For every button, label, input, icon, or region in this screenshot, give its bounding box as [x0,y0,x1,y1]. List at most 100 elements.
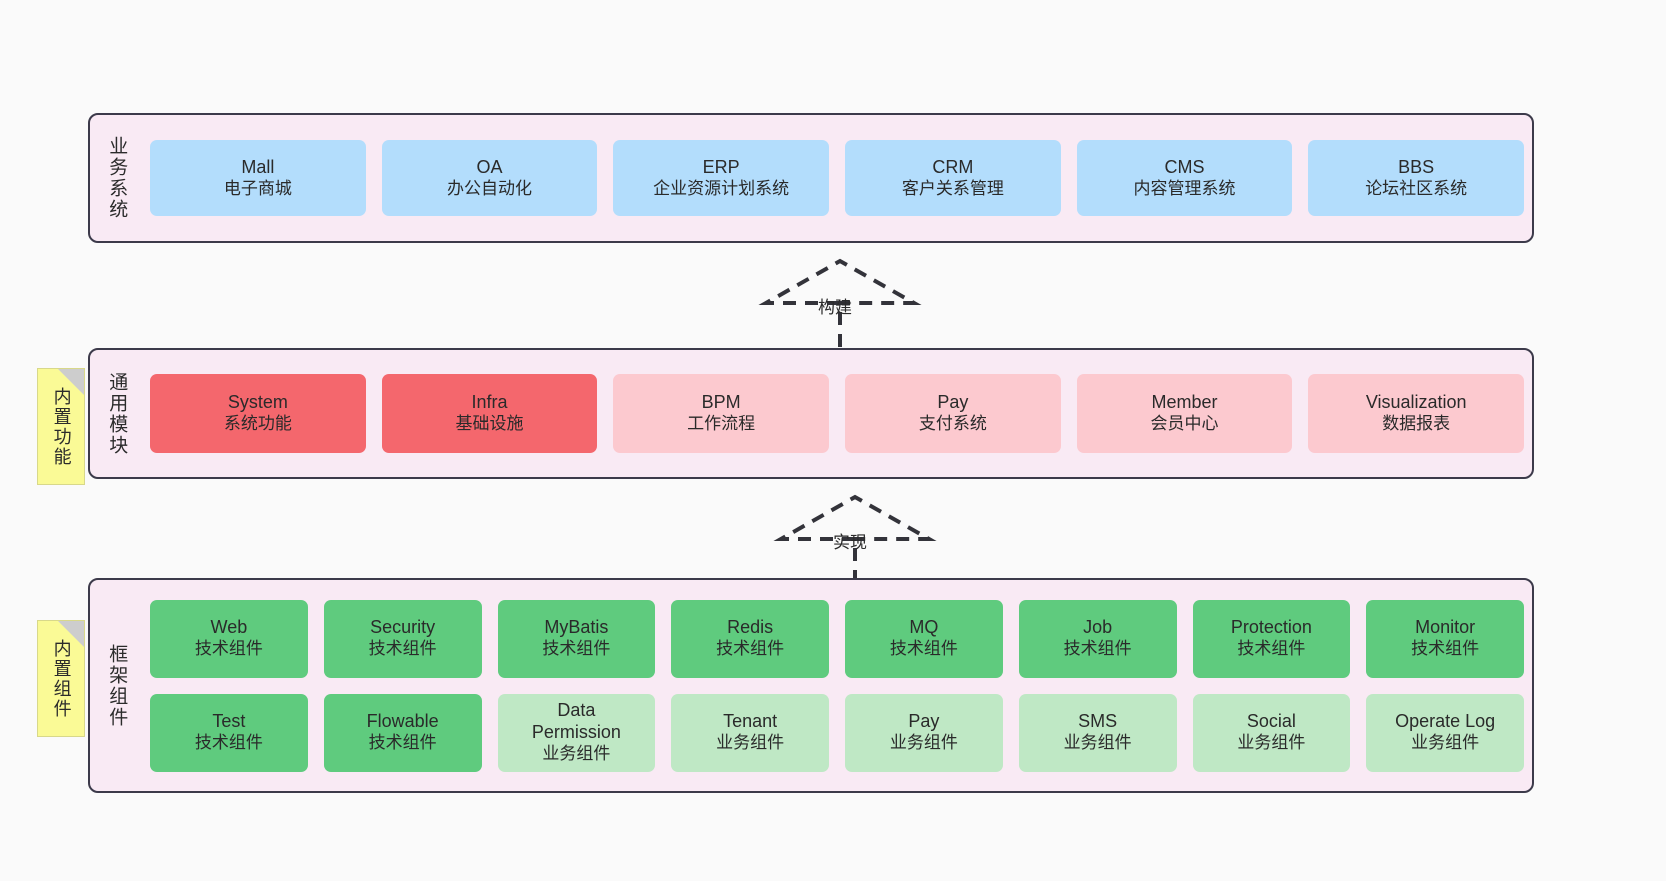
note-fold-corner [58,621,84,647]
module-subtitle: 企业资源计划系统 [653,178,790,198]
component-box-monitor[interactable]: Monitor 技术组件 [1366,599,1524,678]
component-name: Redis [727,617,774,638]
component-box-mq[interactable]: MQ 技术组件 [845,599,1003,678]
module-name: System [227,392,288,413]
module-subtitle: 会员中心 [1150,414,1219,434]
module-box-member[interactable]: Member 会员中心 [1076,374,1293,453]
layer-body-business-systems: Mall 电子商城 OA 办公自动化 ERP 企业资源计划系统 CRM 客户关系… [142,115,1532,241]
component-box-protection[interactable]: Protection 技术组件 [1192,599,1351,678]
module-name: BPM [701,392,741,413]
module-box-crm[interactable]: CRM 客户关系管理 [845,140,1061,216]
module-name: Pay [937,392,969,413]
module-subtitle: 办公自动化 [447,178,532,198]
module-subtitle: 数据报表 [1382,414,1451,434]
module-subtitle: 客户关系管理 [901,178,1004,198]
connector-build-label: 构建 [818,298,852,317]
sticky-note-builtin-components: 内置组件 [37,620,85,737]
component-box-data-permission[interactable]: Data Permission 业务组件 [497,693,656,772]
component-box-flowable[interactable]: Flowable 技术组件 [323,693,482,772]
layer-framework-components: 框架组件 Web 技术组件 Security 技术组件 MyBatis 技术组件 [88,578,1534,793]
component-name: Protection [1230,617,1312,638]
connector-build [758,257,930,347]
component-subtitle: 技术组件 [1063,639,1132,659]
component-subtitle: 业务组件 [542,744,611,764]
component-name: Flowable [366,711,439,732]
module-box-visualization[interactable]: Visualization 数据报表 [1308,374,1525,453]
module-box-infra[interactable]: Infra 基础设施 [381,374,598,453]
component-name: Tenant [723,711,778,732]
module-subtitle: 支付系统 [918,414,987,434]
connector-implement-arrow [773,494,937,583]
component-subtitle: 业务组件 [1237,733,1306,753]
component-subtitle: 技术组件 [368,639,437,659]
component-subtitle: 技术组件 [542,639,611,659]
module-box-cms[interactable]: CMS 内容管理系统 [1076,140,1293,216]
component-name: Security [370,617,436,638]
connector-implement [773,493,945,583]
box-rows: Web 技术组件 Security 技术组件 MyBatis 技术组件 Redi… [150,599,1524,772]
component-subtitle: 业务组件 [1411,733,1480,753]
component-box-operate-log[interactable]: Operate Log 业务组件 [1366,693,1524,772]
module-subtitle: 内容管理系统 [1133,178,1236,198]
component-subtitle: 技术组件 [368,733,437,753]
component-box-security[interactable]: Security 技术组件 [323,599,482,678]
module-box-oa[interactable]: OA 办公自动化 [381,140,598,216]
module-subtitle: 系统功能 [223,414,292,434]
component-name: Operate Log [1395,711,1496,732]
component-subtitle: 技术组件 [716,639,785,659]
module-box-mall[interactable]: Mall 电子商城 [150,140,366,216]
module-subtitle: 基础设施 [455,414,524,434]
box-row-technical: Web 技术组件 Security 技术组件 MyBatis 技术组件 Redi… [150,599,1524,678]
component-name: Job [1083,617,1113,638]
component-box-web[interactable]: Web 技术组件 [150,599,308,678]
component-box-mybatis[interactable]: MyBatis 技术组件 [497,599,656,678]
component-subtitle: 业务组件 [889,733,958,753]
module-box-pay[interactable]: Pay 支付系统 [845,374,1061,453]
module-name: ERP [702,156,740,177]
module-subtitle: 论坛社区系统 [1365,178,1468,198]
module-name: Member [1151,392,1218,413]
layer-body-common-modules: System 系统功能 Infra 基础设施 BPM 工作流程 Pay 支付系统… [142,350,1532,477]
module-subtitle: 电子商城 [223,178,292,198]
layer-title-framework-components: 框架组件 [106,643,128,728]
layer-title-common-modules: 通用模块 [106,371,128,456]
note-label: 内置功能 [51,386,72,467]
connector-implement-label: 实现 [833,533,867,552]
component-name: Data Permission [531,700,621,743]
sticky-note-builtin-features: 内置功能 [37,368,85,485]
module-name: Mall [241,156,275,177]
component-box-sms[interactable]: SMS 业务组件 [1018,693,1177,772]
module-name: Visualization [1365,392,1467,413]
module-box-system[interactable]: System 系统功能 [150,374,366,453]
component-box-tenant[interactable]: Tenant 业务组件 [671,693,829,772]
component-box-social[interactable]: Social 业务组件 [1192,693,1351,772]
module-name: BBS [1398,156,1435,177]
component-box-test[interactable]: Test 技术组件 [150,693,308,772]
note-label: 内置组件 [51,638,72,719]
component-name: Test [212,711,246,732]
component-name: Web [210,617,248,638]
box-row: System 系统功能 Infra 基础设施 BPM 工作流程 Pay 支付系统… [150,374,1525,453]
module-name: OA [476,156,503,177]
component-name: Social [1246,711,1296,732]
component-name: Monitor [1415,617,1476,638]
module-box-bbs[interactable]: BBS 论坛社区系统 [1308,140,1525,216]
component-name: MyBatis [544,617,609,638]
component-box-job[interactable]: Job 技术组件 [1018,599,1177,678]
module-subtitle: 工作流程 [687,414,756,434]
module-name: Infra [471,392,508,413]
component-box-pay[interactable]: Pay 业务组件 [845,693,1003,772]
component-subtitle: 技术组件 [889,639,958,659]
module-box-erp[interactable]: ERP 企业资源计划系统 [613,140,830,216]
component-name: SMS [1078,711,1118,732]
component-subtitle: 技术组件 [1237,639,1306,659]
component-subtitle: 业务组件 [716,733,785,753]
connector-build-arrow [758,258,922,347]
component-box-redis[interactable]: Redis 技术组件 [671,599,829,678]
layer-common-modules: 通用模块 System 系统功能 Infra 基础设施 BPM 工作流程 Pay… [88,348,1534,479]
layer-business-systems: 业务系统 Mall 电子商城 OA 办公自动化 ERP 企业资源计划系统 CRM… [88,113,1534,243]
module-name: CMS [1164,156,1205,177]
component-subtitle: 技术组件 [194,639,263,659]
module-box-bpm[interactable]: BPM 工作流程 [613,374,830,453]
